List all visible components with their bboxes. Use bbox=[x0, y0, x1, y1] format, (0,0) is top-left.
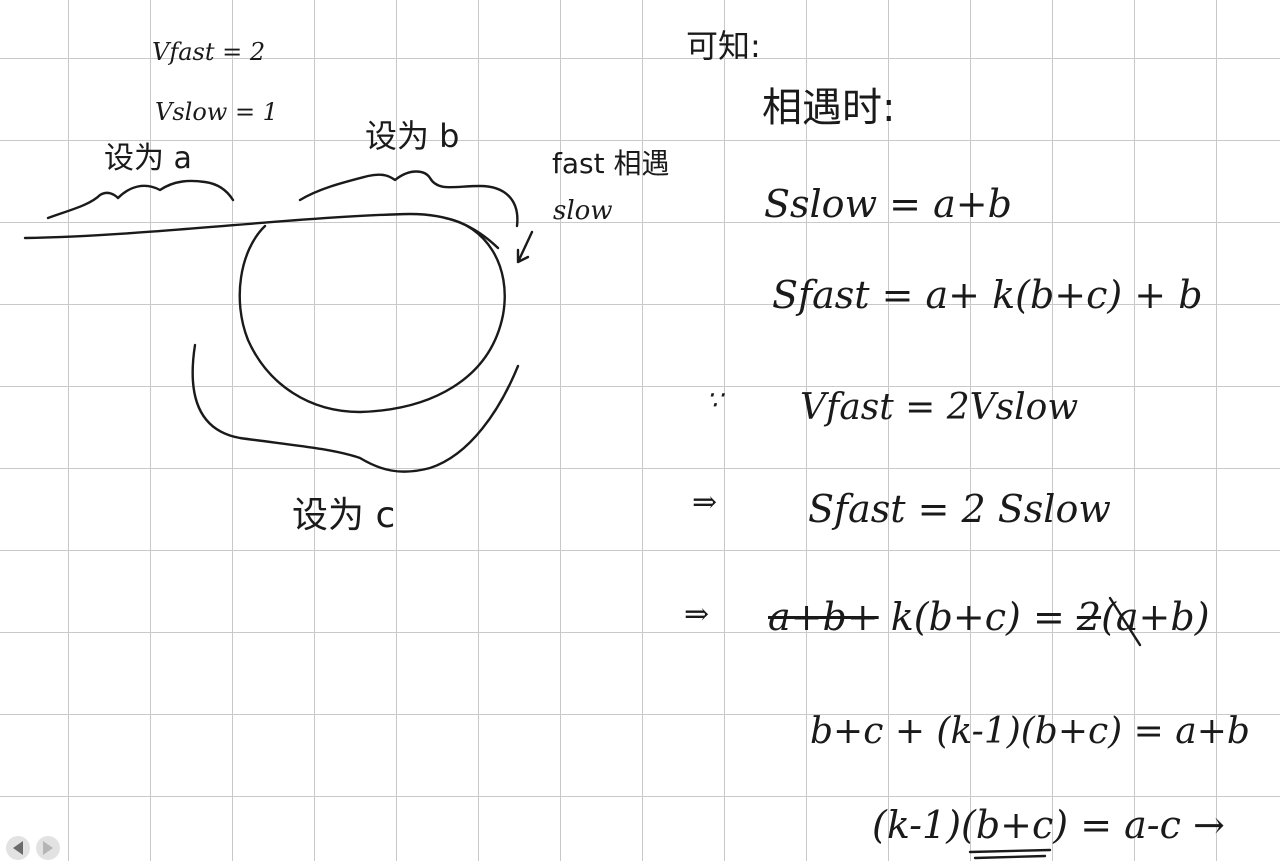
brace-c bbox=[191, 343, 520, 473]
arrow-right-icon bbox=[43, 841, 53, 855]
implies-symbol-2: ⇒ bbox=[684, 597, 710, 632]
previous-page-button[interactable] bbox=[6, 836, 30, 860]
underline-bc bbox=[968, 848, 1052, 860]
strike-two bbox=[1108, 596, 1142, 647]
struck-two: 2 bbox=[1076, 595, 1102, 639]
next-page-button[interactable] bbox=[36, 836, 60, 860]
expanded-eq: a+b+ k(b+c) = 2(a+b) bbox=[768, 598, 1210, 636]
final-eq: (k-1)(b+c) = a-c → bbox=[872, 803, 1225, 847]
label-b: 设为 b bbox=[365, 117, 460, 155]
s-slow-eq: Sslow = a+b bbox=[764, 182, 1012, 226]
label-a: 设为 a bbox=[104, 141, 192, 176]
meet-fast-label: fast 相遇 bbox=[552, 147, 670, 180]
eq-middle: k(b+c) = bbox=[878, 595, 1077, 639]
known-heading: 可知: bbox=[686, 27, 761, 65]
meet-arrow bbox=[516, 230, 534, 264]
brace-b bbox=[298, 170, 519, 228]
at-meeting-heading: 相遇时: bbox=[762, 85, 896, 131]
v-fast-note: Vfast = 2 bbox=[152, 38, 266, 66]
page-navigation bbox=[0, 835, 76, 861]
implies-symbol-1: ⇒ bbox=[692, 485, 718, 520]
label-c: 设为 c bbox=[292, 495, 396, 536]
arrow-left-icon bbox=[13, 841, 23, 855]
v-relation-eq: Vfast = 2Vslow bbox=[800, 387, 1079, 428]
s-relation-eq: Sfast = 2 Sslow bbox=[808, 487, 1111, 531]
brace-a bbox=[46, 179, 235, 220]
eq-end: (a+b) bbox=[1101, 595, 1210, 639]
rearranged-eq: b+c + (k-1)(b+c) = a+b bbox=[810, 711, 1250, 752]
meet-slow-label: slow bbox=[553, 196, 613, 226]
s-fast-eq: Sfast = a+ k(b+c) + b bbox=[772, 273, 1203, 317]
because-symbol: ∵ bbox=[706, 386, 723, 416]
struck-terms: a+b+ bbox=[768, 595, 879, 639]
v-slow-note: Vslow = 1 bbox=[155, 98, 278, 126]
cycle-loop bbox=[238, 216, 506, 414]
